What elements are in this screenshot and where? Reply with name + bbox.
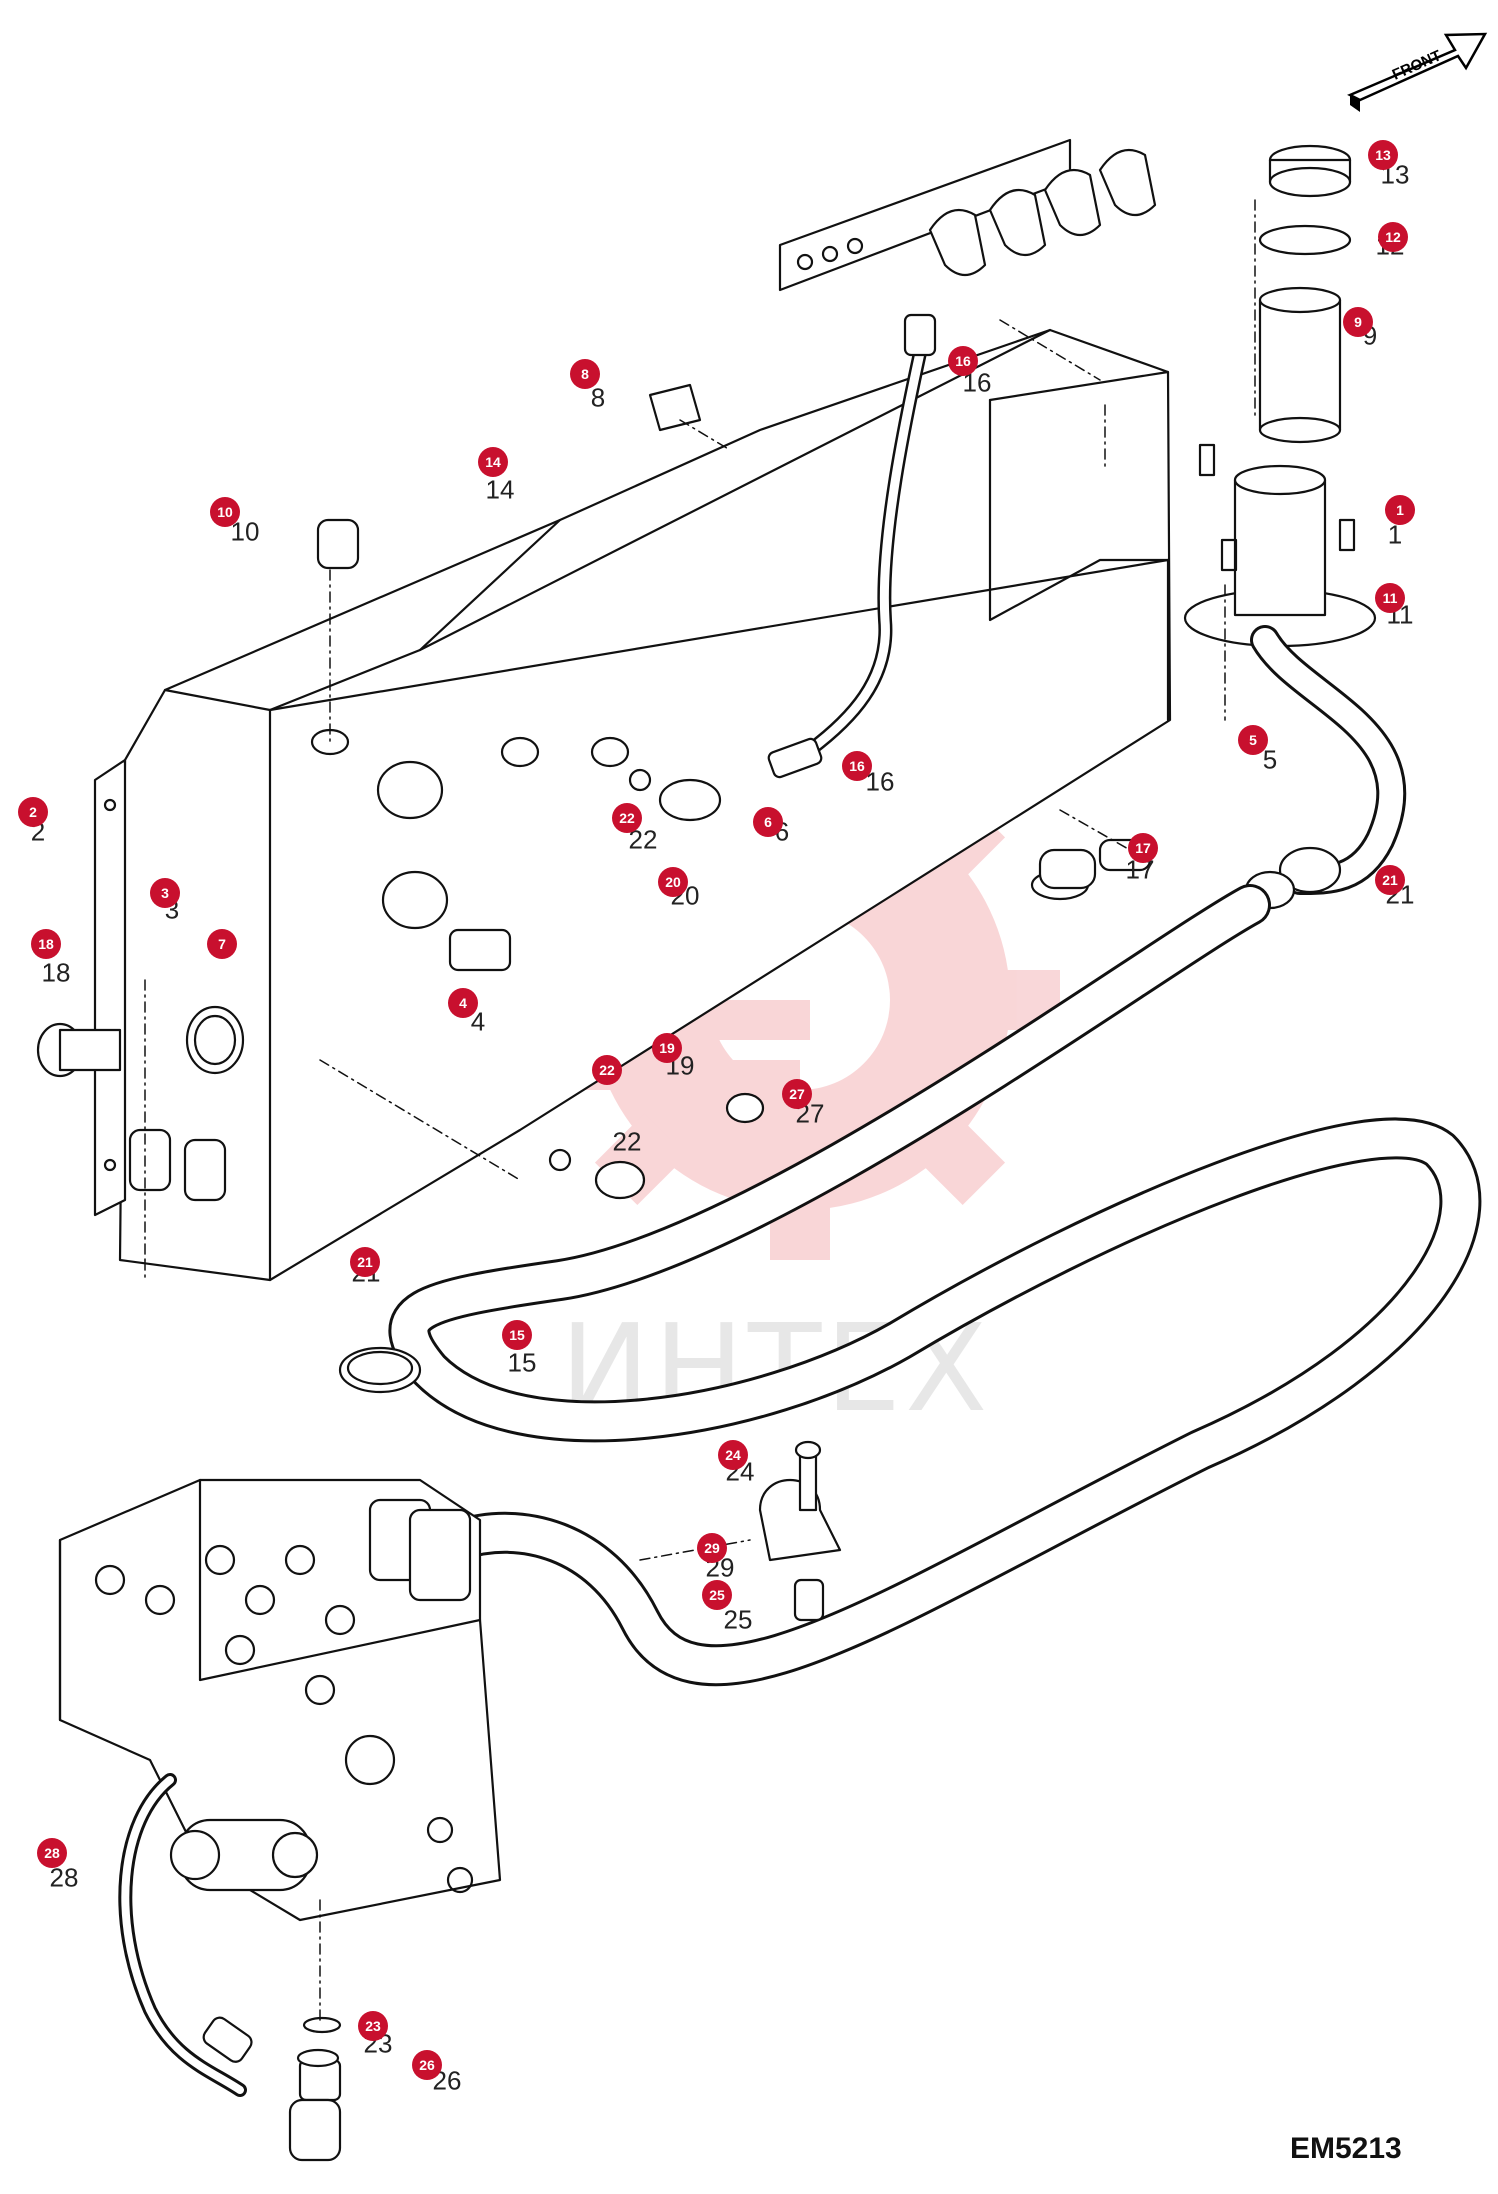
callout-badge-23[interactable]: 23 bbox=[358, 2011, 388, 2041]
number-label-5: 5 bbox=[1262, 744, 1278, 775]
number-label-25: 25 bbox=[723, 1604, 753, 1635]
number-label-15: 15 bbox=[507, 1347, 537, 1378]
hydraulic-tank bbox=[93, 328, 1172, 1282]
number-label-14: 14 bbox=[485, 474, 515, 505]
callout-badge-16b[interactable]: 16 bbox=[842, 751, 872, 781]
leader-lines bbox=[144, 199, 1256, 2021]
callout-badge-24[interactable]: 24 bbox=[718, 1440, 748, 1470]
control-valve bbox=[58, 1478, 502, 1922]
elbow-fitting-26 bbox=[288, 2016, 342, 2162]
callout-badge-21a[interactable]: 21 bbox=[1375, 865, 1405, 895]
callout-badge-12[interactable]: 12 bbox=[1378, 222, 1408, 252]
callout-badge-5[interactable]: 5 bbox=[1238, 725, 1268, 755]
hose-clamp-21-lower bbox=[338, 1346, 422, 1394]
callout-badge-22a[interactable]: 22 bbox=[612, 803, 642, 833]
callout-badge-1[interactable]: 1 bbox=[1385, 495, 1415, 525]
callout-badge-21b[interactable]: 21 bbox=[350, 1247, 380, 1277]
hose-16 bbox=[767, 313, 937, 779]
callout-badge-10[interactable]: 10 bbox=[210, 497, 240, 527]
callout-badge-16a[interactable]: 16 bbox=[948, 346, 978, 376]
valve-bracket bbox=[778, 138, 1157, 292]
callout-badge-17[interactable]: 17 bbox=[1128, 833, 1158, 863]
number-label-4: 4 bbox=[470, 1006, 486, 1037]
front-label: FRONT bbox=[1390, 47, 1444, 84]
callout-badge-15[interactable]: 15 bbox=[502, 1320, 532, 1350]
callout-badge-26[interactable]: 26 bbox=[412, 2050, 442, 2080]
front-arrow-icon: FRONT bbox=[1347, 32, 1488, 112]
figure-code: EM5213 bbox=[1290, 2132, 1402, 2165]
callout-badge-18[interactable]: 18 bbox=[31, 929, 61, 959]
fittings bbox=[36, 383, 1152, 1202]
return-hose-right bbox=[1244, 625, 1407, 910]
callout-badge-27[interactable]: 27 bbox=[782, 1079, 812, 1109]
callout-badge-22b[interactable]: 22 bbox=[592, 1055, 622, 1085]
callout-badge-6[interactable]: 6 bbox=[753, 807, 783, 837]
number-label-1: 1 bbox=[1387, 519, 1403, 550]
callout-badge-20[interactable]: 20 bbox=[658, 867, 688, 897]
callout-badge-8[interactable]: 8 bbox=[570, 359, 600, 389]
callout-badge-25[interactable]: 25 bbox=[702, 1580, 732, 1610]
callout-badge-2[interactable]: 2 bbox=[18, 797, 48, 827]
callout-badge-13[interactable]: 13 bbox=[1368, 140, 1398, 170]
callout-badge-29[interactable]: 29 bbox=[697, 1533, 727, 1563]
hose-28 bbox=[118, 1773, 253, 2097]
number-label-22b: 22 bbox=[612, 1126, 642, 1157]
callout-badge-14[interactable]: 14 bbox=[478, 447, 508, 477]
filler-assembly bbox=[1183, 144, 1377, 648]
callout-badge-4[interactable]: 4 bbox=[448, 988, 478, 1018]
callout-badge-28[interactable]: 28 bbox=[37, 1838, 67, 1868]
callout-badge-7[interactable]: 7 bbox=[207, 929, 237, 959]
clip-29 bbox=[758, 1440, 842, 1622]
number-label-8: 8 bbox=[590, 382, 606, 413]
callout-badge-11[interactable]: 11 bbox=[1375, 583, 1405, 613]
hose-15 bbox=[388, 884, 1482, 1687]
callout-badge-19[interactable]: 19 bbox=[652, 1033, 682, 1063]
callout-badge-9[interactable]: 9 bbox=[1343, 307, 1373, 337]
number-label-18: 18 bbox=[41, 957, 71, 988]
callout-badge-3[interactable]: 3 bbox=[150, 878, 180, 908]
